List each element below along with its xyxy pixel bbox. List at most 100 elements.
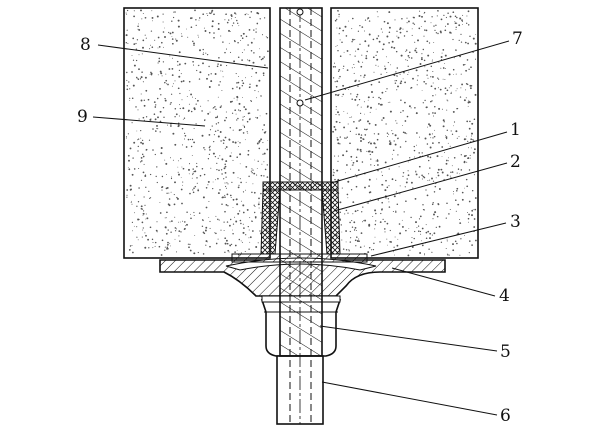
concrete-speckle [188,163,191,165]
concrete-speckle [380,28,383,30]
concrete-speckle [334,19,337,22]
concrete-speckle [171,74,174,76]
concrete-speckle [133,64,136,67]
concrete-speckle [414,41,416,43]
concrete-speckle [395,79,398,82]
concrete-speckle [140,93,142,95]
concrete-speckle [435,226,437,228]
concrete-speckle [158,57,161,60]
concrete-speckle [338,68,341,71]
concrete-speckle [137,139,139,141]
concrete-speckle [438,225,441,228]
concrete-speckle [338,33,340,35]
concrete-speckle [208,217,210,218]
concrete-speckle [384,220,386,223]
concrete-speckle [237,186,240,189]
callout-label-6: 6 [500,406,511,426]
concrete-speckle [251,172,253,174]
concrete-speckle [129,97,131,99]
concrete-speckle [242,191,245,193]
concrete-speckle [187,138,190,141]
concrete-speckle [343,111,345,112]
concrete-speckle [408,105,411,108]
concrete-speckle [468,99,470,101]
concrete-speckle [174,238,176,240]
concrete-speckle [448,73,451,76]
concrete-speckle [399,73,401,75]
concrete-speckle [441,171,444,174]
concrete-speckle [229,244,232,247]
callout-label-7: 7 [512,29,523,49]
concrete-speckle [255,71,258,74]
concrete-speckle [467,140,469,142]
concrete-speckle [177,166,179,168]
concrete-speckle [393,254,395,256]
concrete-speckle [205,52,207,54]
concrete-speckle [140,137,142,139]
concrete-speckle [410,57,413,59]
concrete-speckle [406,22,408,24]
concrete-speckle [423,11,426,14]
concrete-speckle [164,159,166,161]
concrete-speckle [241,241,243,243]
concrete-speckle [470,87,472,90]
concrete-speckle [141,142,144,145]
concrete-speckle [348,249,350,250]
concrete-speckle [260,95,262,97]
concrete-speckle [239,163,241,165]
concrete-speckle [391,40,394,43]
concrete-speckle [425,237,428,240]
concrete-speckle [126,29,128,31]
concrete-speckle [221,158,224,161]
concrete-speckle [438,78,440,80]
concrete-speckle [356,93,359,96]
concrete-speckle [230,152,232,154]
concrete-speckle [444,25,447,27]
concrete-speckle [445,137,448,140]
concrete-speckle [232,223,235,225]
concrete-speckle [355,185,358,188]
concrete-speckle [469,35,471,38]
concrete-speckle [189,249,192,252]
concrete-speckle [473,226,476,228]
concrete-speckle [413,149,416,152]
concrete-speckle [426,40,429,43]
concrete-speckle [474,197,477,199]
concrete-speckle [375,54,377,57]
concrete-speckle [151,46,154,48]
concrete-speckle [424,254,425,256]
concrete-speckle [170,102,172,104]
concrete-speckle [369,153,371,156]
concrete-speckle [152,128,154,130]
concrete-speckle [451,171,454,173]
concrete-speckle [129,189,132,191]
concrete-speckle [225,111,227,113]
concrete-speckle [215,242,218,245]
concrete-speckle [442,119,445,122]
concrete-speckle [201,225,204,228]
concrete-speckle [252,61,255,64]
concrete-speckle [148,247,150,249]
concrete-speckle [339,201,342,204]
concrete-speckle [423,209,425,211]
concrete-speckle [168,31,170,34]
concrete-speckle [415,69,418,72]
concrete-speckle [151,16,154,19]
concrete-speckle [213,32,215,34]
concrete-speckle [136,205,138,207]
concrete-speckle [190,213,192,215]
concrete-speckle [333,125,336,128]
concrete-speckle [207,180,210,183]
concrete-speckle [345,241,347,243]
concrete-speckle [142,39,145,42]
concrete-speckle [465,97,467,99]
concrete-speckle [172,132,175,135]
concrete-speckle [467,212,469,213]
concrete-speckle [159,212,162,214]
concrete-block-right [330,7,479,259]
concrete-speckle [437,203,440,206]
concrete-speckle [140,179,143,181]
concrete-speckle [190,26,193,29]
concrete-speckle [182,184,183,186]
concrete-speckle [396,67,399,69]
